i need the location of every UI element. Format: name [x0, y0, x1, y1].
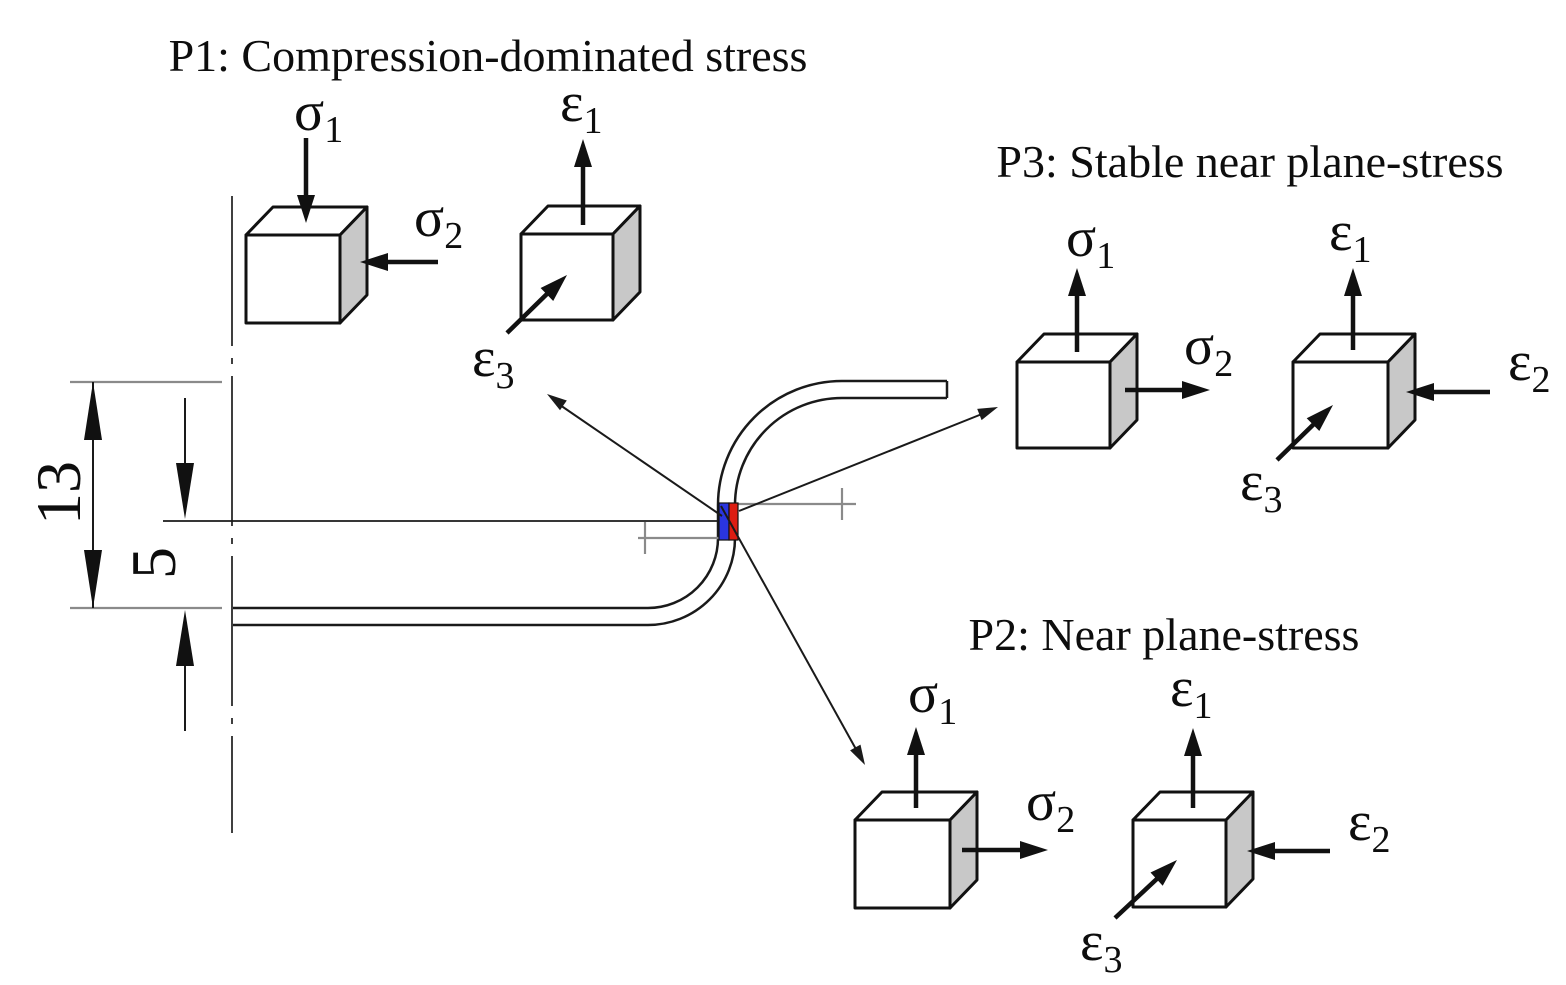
- p1-eps1-arrowhead-icon: [574, 139, 592, 167]
- dimension-13: 13: [23, 380, 222, 610]
- p1-eps3-label: ε3: [472, 327, 515, 397]
- cube-front-face: [244, 233, 342, 325]
- p1-sigma1-arrowhead-icon: [297, 195, 315, 223]
- p2-eps2-label: ε2: [1348, 791, 1391, 861]
- p1-eps1-label: ε1: [560, 72, 603, 142]
- dim-5-label: 5: [118, 547, 189, 579]
- p2-sigma2-label: σ2: [1026, 771, 1075, 841]
- bend-radius-construction: [163, 488, 856, 554]
- p2-eps3-arrow: [1113, 874, 1162, 920]
- p2-title: P2: Near plane-stress: [969, 609, 1360, 660]
- dim-13-arrow-down-icon: [84, 550, 102, 608]
- p1-stress-cube: σ1 σ2: [244, 81, 463, 325]
- sheet-profile-line-b: [233, 396, 947, 627]
- pointer-to-p2-head-icon: [850, 744, 865, 765]
- dim-13-label: 13: [23, 461, 94, 525]
- pointer-to-p1-line: [559, 404, 723, 517]
- p1-strain-cube: ε1 ε3: [472, 72, 642, 397]
- p2-stress-cube: σ1 σ2: [853, 663, 1075, 910]
- p1-sigma2-label: σ2: [414, 187, 463, 257]
- p2-sigma1-label: σ1: [908, 663, 957, 733]
- p1-sigma2-arrowhead-icon: [360, 253, 388, 271]
- sheet-profile-line-a: [233, 379, 947, 610]
- dim-5-arrow-down-icon: [176, 463, 194, 519]
- p3-sigma1-label: σ1: [1066, 207, 1115, 277]
- p2-eps3-arrowhead-icon: [1150, 860, 1177, 886]
- p3-eps3-arrow: [1275, 420, 1318, 462]
- p3-eps3-label: ε3: [1240, 451, 1283, 521]
- inner-fiber-marker: [718, 502, 730, 541]
- cube-front-face: [1291, 360, 1390, 450]
- p2-strain-cube: ε1 ε2 ε3: [1080, 657, 1391, 981]
- pointer-to-p3-line: [738, 413, 983, 512]
- p3-sigma2-label: σ2: [1184, 315, 1233, 385]
- p3-eps2-label: ε2: [1508, 331, 1551, 401]
- p3-eps3-arrowhead-icon: [1306, 405, 1333, 431]
- p3-sigma2-arrowhead-icon: [1182, 381, 1210, 399]
- cube-front-face: [853, 818, 952, 910]
- pointer-to-p2-line: [720, 505, 858, 752]
- p1-eps3-arrow: [505, 289, 552, 335]
- p3-group: P3: Stable near plane-stress σ1 σ2 ε1: [996, 136, 1550, 521]
- cube-front-face: [519, 232, 615, 322]
- p2-eps2-arrowhead-icon: [1247, 842, 1275, 860]
- cube-front-face: [1131, 818, 1228, 909]
- p3-eps1-label: ε1: [1329, 201, 1372, 271]
- pointer-to-p1-head-icon: [547, 394, 567, 411]
- p3-eps2-arrowhead-icon: [1406, 383, 1434, 401]
- p3-strain-cube: ε1 ε2 ε3: [1240, 201, 1551, 521]
- p1-sigma1-label: σ1: [294, 81, 343, 151]
- p3-sigma1-arrowhead-icon: [1068, 268, 1086, 296]
- p3-eps1-arrowhead-icon: [1344, 268, 1362, 296]
- p2-eps1-arrowhead-icon: [1184, 728, 1202, 756]
- p3-stress-cube: σ1 σ2: [1015, 207, 1233, 450]
- dim-5-arrow-up-icon: [176, 610, 194, 666]
- pointer-to-p3-head-icon: [977, 407, 998, 421]
- p3-title: P3: Stable near plane-stress: [996, 136, 1503, 187]
- dimension-5: 5: [118, 398, 194, 731]
- dim-13-arrow-up-icon: [84, 382, 102, 440]
- p2-eps3-label: ε3: [1080, 911, 1123, 981]
- cube-front-face: [1015, 360, 1112, 450]
- p2-eps1-label: ε1: [1170, 657, 1213, 727]
- p1-title: P1: Compression-dominated stress: [169, 30, 808, 81]
- p2-sigma2-arrowhead-icon: [1020, 841, 1048, 859]
- p1-eps3-arrowhead-icon: [540, 275, 567, 301]
- p2-sigma1-arrowhead-icon: [907, 727, 925, 755]
- pointer-arrows: [547, 394, 998, 765]
- p2-group: P2: Near plane-stress σ1 σ2 ε1 ε2: [853, 609, 1391, 981]
- p1-group: P1: Compression-dominated stress σ1 σ2 ε…: [169, 30, 808, 397]
